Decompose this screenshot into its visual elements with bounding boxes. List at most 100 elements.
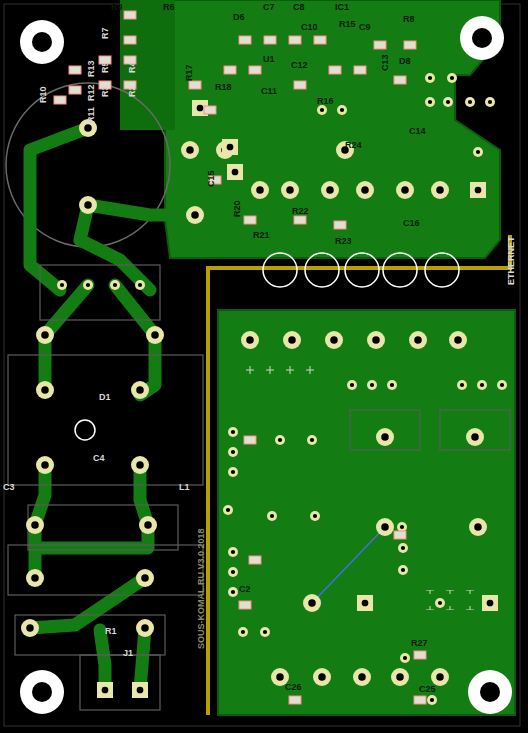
pad xyxy=(376,428,394,446)
pad xyxy=(477,380,487,390)
smd-pad xyxy=(204,106,216,114)
drill-hole xyxy=(263,630,267,634)
reference-designator: D8 xyxy=(398,56,412,66)
pad xyxy=(398,565,408,575)
drill-hole xyxy=(318,673,326,681)
reference-designator: R16 xyxy=(316,96,335,106)
pad xyxy=(303,594,321,612)
smd-pad xyxy=(404,41,416,49)
drill-hole xyxy=(400,525,404,529)
pad xyxy=(238,627,248,637)
drill-hole xyxy=(84,124,92,132)
smd-pad xyxy=(249,66,261,74)
pad xyxy=(223,505,233,515)
reference-designator: C8 xyxy=(292,2,306,12)
drill-hole xyxy=(231,550,235,554)
pad xyxy=(186,206,204,224)
drill-hole xyxy=(390,383,394,387)
drill-hole xyxy=(227,144,234,151)
drill-hole xyxy=(454,336,462,344)
pad xyxy=(425,97,435,107)
pad xyxy=(228,427,238,437)
reference-designator: R13 xyxy=(86,59,96,78)
smd-pad xyxy=(289,696,301,704)
pad xyxy=(431,181,449,199)
pad xyxy=(396,181,414,199)
smd-pad xyxy=(294,216,306,224)
reference-designator: D6 xyxy=(232,12,246,22)
pad xyxy=(181,141,199,159)
smd-pad xyxy=(69,86,81,94)
drill-hole xyxy=(330,336,338,344)
reference-designator: R3 xyxy=(100,84,110,98)
drill-hole xyxy=(231,470,235,474)
drill-hole xyxy=(430,698,434,702)
smd-pad xyxy=(239,601,251,609)
plus-marks xyxy=(420,590,480,610)
drill-hole xyxy=(480,383,484,387)
reference-designator: R10 xyxy=(38,85,48,104)
pad xyxy=(83,280,93,290)
drill-hole xyxy=(468,100,472,104)
reference-designator: R1 xyxy=(104,626,118,636)
pad xyxy=(310,511,320,521)
component-outlines xyxy=(8,265,510,710)
reference-designator: J1 xyxy=(122,648,134,658)
copper-pour xyxy=(218,310,515,715)
drill-hole xyxy=(60,283,64,287)
drill-hole xyxy=(436,186,444,194)
pad xyxy=(26,516,44,534)
drill-hole xyxy=(500,383,504,387)
pad xyxy=(21,619,39,637)
pad xyxy=(251,181,269,199)
pad xyxy=(400,653,410,663)
drill-hole xyxy=(308,599,316,607)
reference-designator: C2 xyxy=(238,584,252,594)
smd-pad xyxy=(54,96,66,104)
pad xyxy=(281,181,299,199)
drill-hole xyxy=(396,673,404,681)
reference-designator: C11 xyxy=(260,86,278,96)
drill-hole xyxy=(488,100,492,104)
drill-hole xyxy=(231,590,235,594)
reference-designator: C15 xyxy=(206,169,216,188)
board-text: SOUS-KOMAL.RU V3.0 2018 xyxy=(196,527,206,650)
drill-hole xyxy=(361,186,369,194)
drill-hole xyxy=(231,450,235,454)
pad xyxy=(469,518,487,536)
reference-designator: R4 xyxy=(127,60,137,74)
reference-designator: D1 xyxy=(98,392,112,402)
pad xyxy=(387,380,397,390)
drill-hole xyxy=(362,600,369,607)
pad xyxy=(132,682,148,698)
reference-designator: C13 xyxy=(380,53,390,72)
smd-pad xyxy=(354,66,366,74)
pad xyxy=(367,380,377,390)
reference-designator: R6 xyxy=(162,2,176,12)
smd-pad xyxy=(124,11,136,19)
pad xyxy=(275,435,285,445)
smd-pad xyxy=(314,36,326,44)
drill-hole xyxy=(288,336,296,344)
reference-designator: R5 xyxy=(100,60,110,74)
isolation-line xyxy=(208,235,510,715)
reference-designator: U1 xyxy=(262,54,276,64)
drill-hole xyxy=(246,336,254,344)
reference-designator: C16 xyxy=(402,218,421,228)
reference-designator: C25 xyxy=(418,684,437,694)
drill-hole xyxy=(231,430,235,434)
drill-hole xyxy=(313,514,317,518)
pad xyxy=(146,326,164,344)
drill-hole xyxy=(320,108,324,112)
pad xyxy=(228,547,238,557)
smd-pad xyxy=(69,66,81,74)
reference-designator: C26 xyxy=(284,682,303,692)
drill-hole xyxy=(487,600,494,607)
pad xyxy=(317,105,327,115)
pad xyxy=(241,331,259,349)
pad xyxy=(435,598,445,608)
pad xyxy=(110,280,120,290)
smd-pad xyxy=(289,36,301,44)
pad xyxy=(431,668,449,686)
